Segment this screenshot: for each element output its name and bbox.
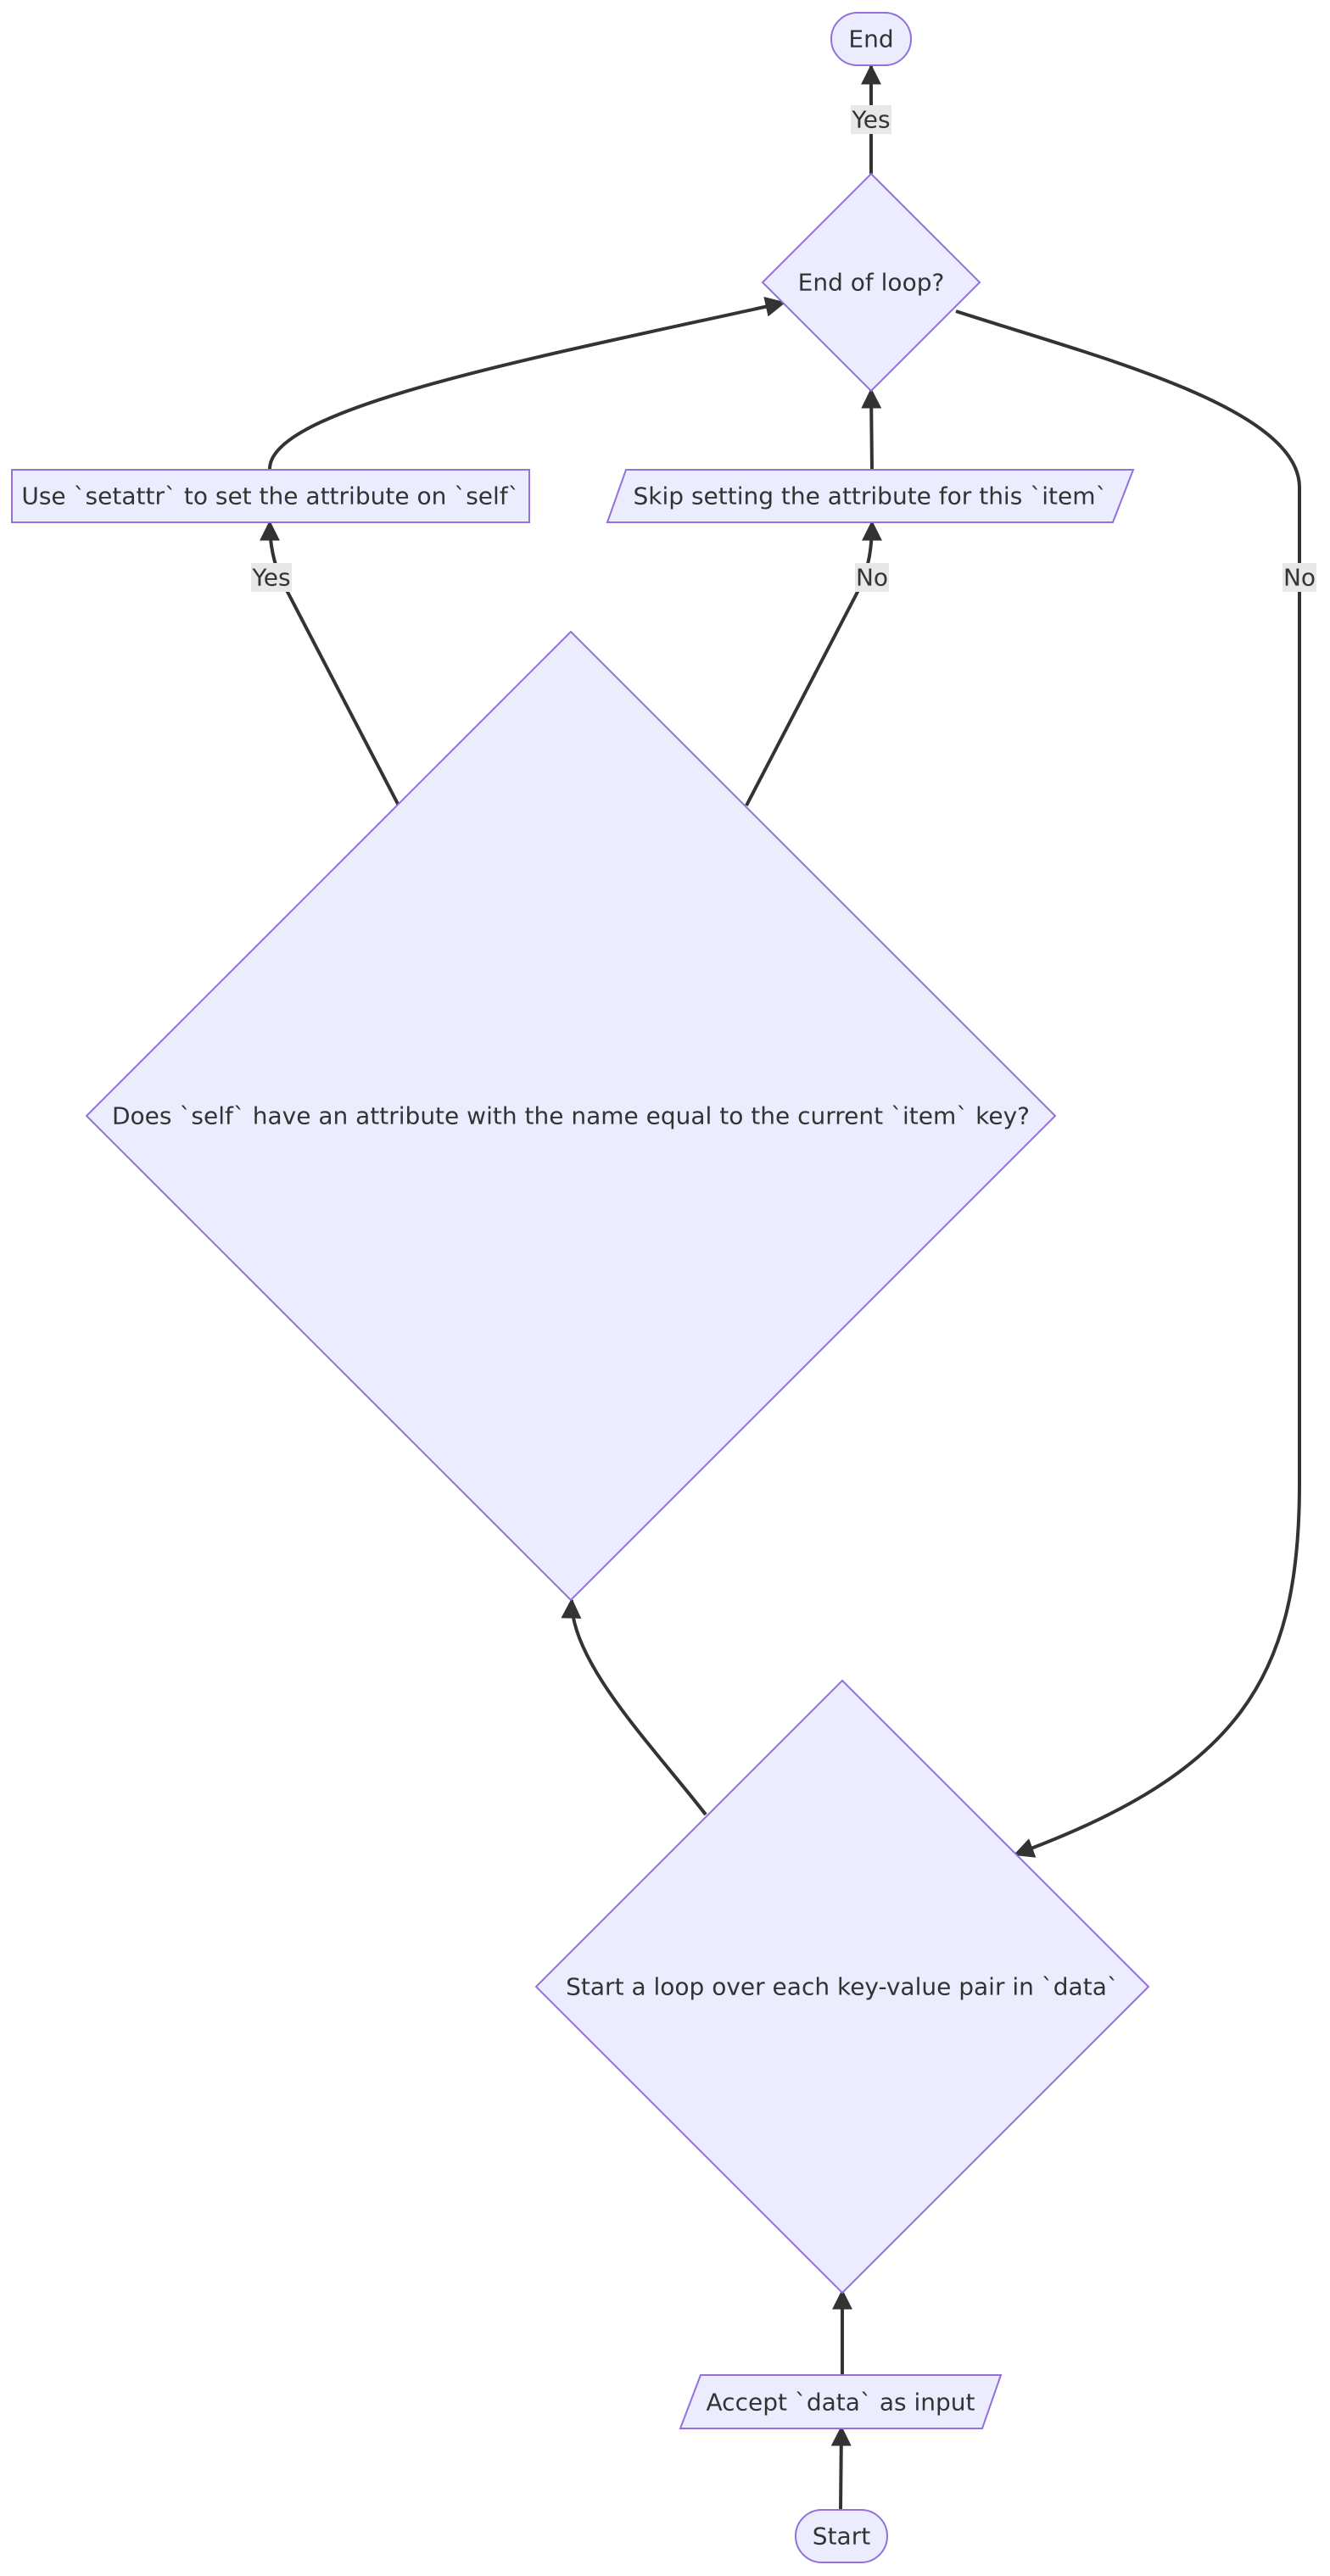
node-accept-input: Accept `data` as input bbox=[679, 2374, 1003, 2429]
node-set-attribute: Use `setattr` to set the attribute on `s… bbox=[11, 469, 530, 523]
edge-endloop-no bbox=[955, 309, 1301, 1858]
nodes: End End of loop? Use `setattr` to set th… bbox=[11, 12, 1150, 2563]
edge-label-text: Yes bbox=[851, 106, 890, 134]
edge-skip-to-endloop bbox=[861, 388, 882, 470]
edge-label-text: No bbox=[1283, 564, 1316, 592]
edge-label-hasattr-no: No bbox=[855, 563, 889, 592]
edge-setattr-to-endloop bbox=[268, 296, 786, 470]
edges bbox=[260, 64, 1301, 2511]
node-has-attribute-decision: Does `self` have an attribute with the n… bbox=[85, 630, 1057, 1602]
node-end-of-loop: End of loop? bbox=[761, 172, 981, 393]
edge-hasattr-yes bbox=[260, 520, 400, 806]
node-loop-start-label: Start a loop over each key-value pair in… bbox=[566, 1973, 1119, 2001]
node-accept-input-label: Accept `data` as input bbox=[707, 2389, 975, 2417]
node-skip-attribute: Skip setting the attribute for this `ite… bbox=[606, 469, 1135, 523]
edge-hasattr-no bbox=[745, 520, 882, 806]
edge-label-hasattr-yes: Yes bbox=[251, 563, 292, 592]
node-end-label: End bbox=[848, 25, 893, 53]
edge-label-text: Yes bbox=[251, 564, 290, 592]
edge-label-text: No bbox=[856, 564, 888, 592]
edge-loop-to-hasattr bbox=[561, 1597, 707, 1816]
edge-label-endloop-no: No bbox=[1282, 563, 1316, 592]
node-end-of-loop-label: End of loop? bbox=[798, 269, 945, 297]
edge-labels: Yes Yes No No bbox=[251, 105, 1316, 592]
node-has-attribute-label: Does `self` have an attribute with the n… bbox=[112, 1102, 1030, 1130]
node-skip-attribute-label: Skip setting the attribute for this `ite… bbox=[634, 482, 1108, 510]
edge-label-endloop-yes: Yes bbox=[851, 105, 891, 134]
node-set-attribute-label: Use `setattr` to set the attribute on `s… bbox=[21, 482, 519, 510]
node-start: Start bbox=[795, 2509, 888, 2563]
node-loop-start-decision: Start a loop over each key-value pair in… bbox=[534, 1679, 1150, 2294]
node-end: End bbox=[830, 12, 912, 66]
node-start-label: Start bbox=[813, 2523, 870, 2551]
